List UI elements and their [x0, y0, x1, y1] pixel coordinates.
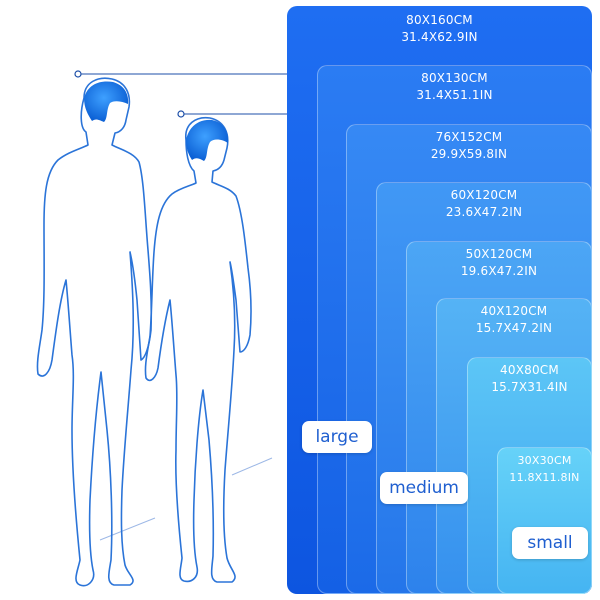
size-inch: 15.7X31.4IN — [491, 380, 568, 394]
size-inch: 31.4X51.1IN — [416, 88, 493, 102]
size-label-1: 80X160CM 31.4X62.9IN — [287, 12, 592, 46]
size-inch: 31.4X62.9IN — [401, 30, 478, 44]
size-label-3: 76X152CM 29.9X59.8IN — [347, 129, 591, 163]
tag-large: large — [302, 421, 372, 453]
size-cm: 40X80CM — [500, 363, 559, 377]
male-figure-icon — [36, 77, 153, 587]
size-cm: 76X152CM — [435, 130, 503, 144]
size-label-5: 50X120CM 19.6X47.2IN — [407, 246, 591, 280]
size-inch: 23.6X47.2IN — [445, 205, 523, 219]
size-inch: 29.9X59.8IN — [430, 147, 508, 161]
size-cm: 80X160CM — [406, 13, 473, 27]
size-cm: 80X130CM — [421, 71, 488, 85]
size-cm: 50X120CM — [465, 247, 533, 261]
size-cm: 40X120CM — [480, 304, 548, 318]
size-inch: 19.6X47.2IN — [460, 264, 538, 278]
size-inch: 15.7X47.2IN — [475, 321, 553, 335]
tag-medium: medium — [380, 472, 468, 504]
leader-dot-female — [177, 110, 185, 118]
size-label-6: 40X120CM 15.7X47.2IN — [437, 303, 591, 337]
size-label-4: 60X120CM 23.6X47.2IN — [377, 187, 591, 221]
size-cm: 30X30CM — [517, 454, 572, 467]
floor-line — [231, 457, 273, 476]
tag-small: small — [512, 527, 588, 559]
size-label-2: 80X130CM 31.4X51.1IN — [318, 70, 591, 104]
floor-line — [99, 517, 156, 541]
size-label-7: 40X80CM 15.7X31.4IN — [468, 362, 591, 396]
size-cm: 60X120CM — [450, 188, 518, 202]
female-figure-icon — [144, 116, 252, 583]
size-panel-8: 30X30CM 11.8X11.8IN — [497, 447, 592, 594]
leader-dot-male — [74, 70, 82, 78]
size-label-8: 30X30CM 11.8X11.8IN — [498, 452, 591, 486]
size-inch: 11.8X11.8IN — [509, 471, 580, 484]
